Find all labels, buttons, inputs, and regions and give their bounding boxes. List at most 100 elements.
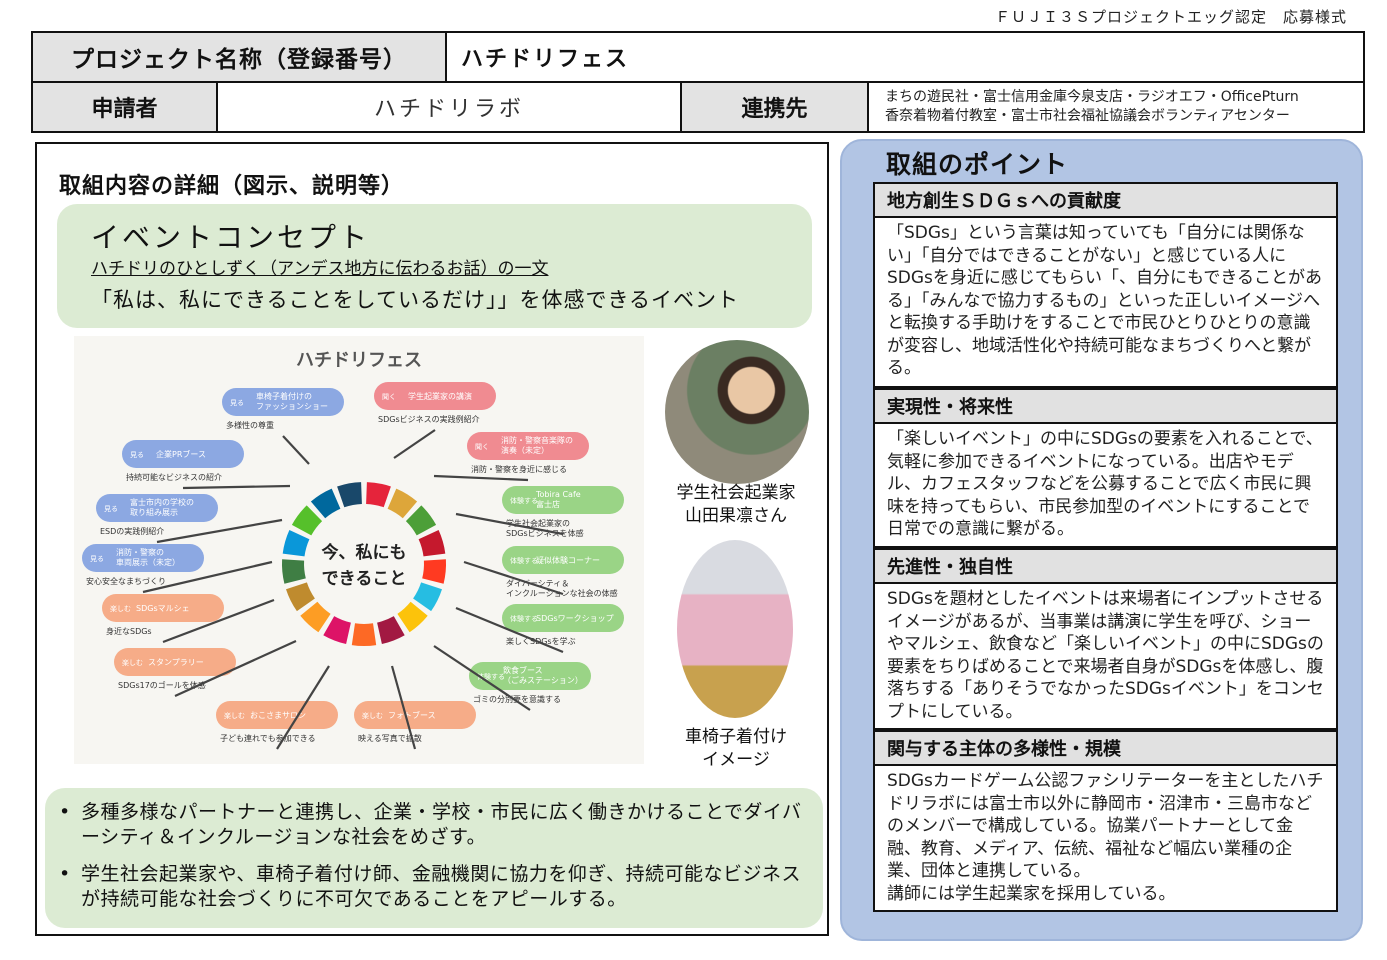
- diagram-item-tag: 聞く: [382, 393, 396, 401]
- diagram-item-tag: 楽しむ: [362, 711, 383, 720]
- event-diagram: ハチドリフェス今、私にもできること見る車椅子着付けのファッションショー多様性の尊…: [74, 336, 644, 764]
- sdg-wheel-segment: [351, 623, 377, 647]
- diagram-arrow: [162, 598, 275, 644]
- diagram-item-tag: 体験する: [477, 672, 505, 681]
- sdg-wheel-segment: [281, 559, 306, 584]
- diagram-item-label: 企業PRブース: [156, 449, 206, 459]
- diagram-item-tag: 体験する: [510, 496, 538, 505]
- diagram-arrow: [174, 639, 297, 698]
- diagram-item-pill: [216, 701, 338, 729]
- diagram-arrow: [142, 560, 273, 594]
- diagram-item-label: 疑似体験コーナー: [536, 555, 600, 565]
- bullet-text-1: 多種多様なパートナーと連携し、企業・学校・市民に広く働きかけることでダイバーシテ…: [81, 801, 802, 848]
- diagram-item-pill: [502, 604, 624, 632]
- diagram-title: ハチドリフェス: [296, 350, 422, 371]
- point-heading-feasibility: 実現性・将来性: [873, 388, 1338, 424]
- diagram-item-label: 学生起業家の講演: [408, 391, 472, 401]
- sdg-wheel-segment: [300, 601, 331, 633]
- sdg-wheel-segment: [422, 559, 447, 584]
- diagram-item-tag: 楽しむ: [224, 711, 245, 720]
- diagram-item-caption: 多様性の尊重: [226, 420, 274, 430]
- diagram-item-label: おこさまサロン: [250, 711, 306, 720]
- diagram-item-pill: [102, 594, 224, 622]
- diagram-item-pill: [354, 701, 476, 729]
- diagram-item-caption: 楽しくSDGsを学ぶ: [506, 636, 576, 646]
- diagram-arrow: [433, 645, 531, 711]
- concept-heading: イベントコンセプト: [91, 221, 371, 254]
- sdg-wheel-segment: [387, 488, 418, 519]
- diagram-item-label: 消防・警察音楽隊の演奏（未定）: [501, 435, 573, 455]
- diagram-item-pill: [114, 648, 236, 676]
- diagram-item-pill: [222, 388, 344, 416]
- project-name-value: ハチドリフェス: [461, 47, 630, 72]
- diagram-item-tag: 楽しむ: [122, 658, 143, 667]
- diagram-item-tag: 見る: [130, 451, 144, 459]
- diagram-item-label: 飲食ブース（ごみステーション）: [503, 665, 583, 685]
- diagram-arrow: [276, 665, 330, 750]
- diagram-item-label: 車椅子着付けのファッションショー: [256, 391, 328, 411]
- student-entrepreneur-photo: [665, 340, 809, 484]
- diagram-arrow: [156, 518, 283, 544]
- diagram-arrow: [390, 665, 417, 750]
- sdg-wheel-segment: [286, 582, 315, 612]
- photo-caption-1-line-1: 学生社会起業家: [676, 483, 796, 503]
- diagram-arrow: [455, 512, 564, 536]
- event-diagram-svg: ハチドリフェス今、私にもできること見る車椅子着付けのファッションショー多様性の尊…: [82, 350, 624, 750]
- diagram-item-tag: 体験する: [510, 556, 538, 565]
- sdg-wheel-segment: [397, 601, 428, 633]
- sdg-wheel-segment: [377, 616, 405, 644]
- sdg-wheel-segment: [323, 616, 351, 644]
- diagram-item-caption: ESDの実践例紹介: [100, 526, 164, 536]
- diagram-item-pill: [502, 486, 624, 514]
- diagram-item-label: 富士市内の学校の取り組み展示: [130, 497, 194, 517]
- project-name-label: プロジェクト名称（登録番号）: [33, 33, 447, 81]
- diagram-center-line-1: 今、私にも: [322, 542, 407, 563]
- wheelchair-kimono-photo: [677, 540, 793, 718]
- point-heading-contribution: 地方創生ＳＤＧｓへの貢献度: [873, 182, 1338, 218]
- point-body-contribution: 「SDGs」という言葉は知っていても「自分には関係ない」「自分ではできることがな…: [873, 218, 1338, 388]
- points-title: 取組のポイント: [886, 150, 1069, 179]
- applicant-value: ハチドリラボ: [218, 83, 682, 131]
- sdg-wheel-segment: [282, 530, 310, 557]
- diagram-item-pill: [502, 546, 624, 574]
- partner-line-1: まちの遊民社・富士信用金庫今泉支店・ラジオエフ・OfficePturn: [885, 89, 1299, 105]
- sdg-wheel-segment: [337, 482, 362, 508]
- diagram-item-pill: [469, 662, 591, 690]
- sdg-wheel-segment: [291, 505, 323, 536]
- point-body-feasibility: 「楽しいイベント」の中にSDGsの要素を入れることで、気軽に参加できるイベントに…: [873, 424, 1338, 548]
- sdg-wheel-segment: [310, 488, 341, 519]
- diagram-item-caption: 子ども連れでも参加できる: [220, 733, 316, 743]
- diagram-arrow: [433, 474, 529, 482]
- diagram-item-caption: SDGsビジネスの実践例紹介: [378, 414, 480, 424]
- diagram-item-tag: 楽しむ: [110, 604, 131, 613]
- point-body-originality: SDGsを題材としたイベントは来場者にインプットさせるイメージがあるが、当事業は…: [873, 584, 1338, 730]
- sdg-wheel-segment: [418, 530, 446, 557]
- diagram-item-caption: ゴミの分別要を意識する: [473, 694, 561, 704]
- photo-caption-1-line-2: 山田果凛さん: [685, 506, 787, 526]
- diagram-item-label: SDGsワークショップ: [536, 614, 614, 623]
- points-panel: 取組のポイント 地方創生ＳＤＧｓへの貢献度 「SDGs」という言葉は知っていても…: [840, 139, 1363, 941]
- diagram-item-label: スタンプラリー: [148, 658, 204, 667]
- bullet-text-2: 学生社会起業家や、車椅子着付け師、金融機関に協力を仰ぎ、持続可能なビジネスが持続…: [81, 863, 801, 910]
- sdg-wheel-segment: [405, 505, 437, 536]
- form-label: ＦＵＪＩ３Ｓプロジェクトエッグ認定 応募様式: [994, 8, 1347, 26]
- concept-subheading: ハチドリのひとしずく（アンデス地方に伝わるお話）の一文: [91, 259, 549, 279]
- diagram-item-caption: SDGs17のゴールを体感: [118, 680, 206, 690]
- diagram-item-pill: [467, 432, 589, 460]
- detail-panel: 取組内容の詳細（図示、説明等） イベントコンセプト ハチドリのひとしずく（アンデ…: [35, 142, 829, 936]
- bullet-item-1: •多種多様なパートナーと連携し、企業・学校・市民に広く働きかけることでダイバーシ…: [59, 800, 809, 850]
- partner-line-2: 香奈着物着付教室・富士市社会福祉協議会ボランティアセンター: [885, 108, 1290, 124]
- header-row-applicant: 申請者 ハチドリラボ 連携先 まちの遊民社・富士信用金庫今泉支店・ラジオエフ・O…: [33, 83, 1363, 131]
- diagram-item-caption: 映える写真で拡散: [358, 733, 422, 743]
- diagram-item-caption: 消防・警察を身近に感じる: [471, 464, 567, 474]
- diagram-item-label: フォトブース: [388, 710, 436, 720]
- concept-box: イベントコンセプト ハチドリのひとしずく（アンデス地方に伝わるお話）の一文 「私…: [57, 204, 812, 328]
- diagram-arrow: [182, 484, 291, 490]
- diagram-arrow: [455, 606, 564, 654]
- diagram-item-pill: [96, 494, 218, 522]
- point-heading-diversity: 関与する主体の多様性・規模: [873, 730, 1338, 766]
- diagram-item-caption: 持続可能なビジネスの紹介: [126, 472, 222, 482]
- concept-main-text: 「私は、私にできることをしているだけ」」を体感できるイベント: [91, 288, 740, 312]
